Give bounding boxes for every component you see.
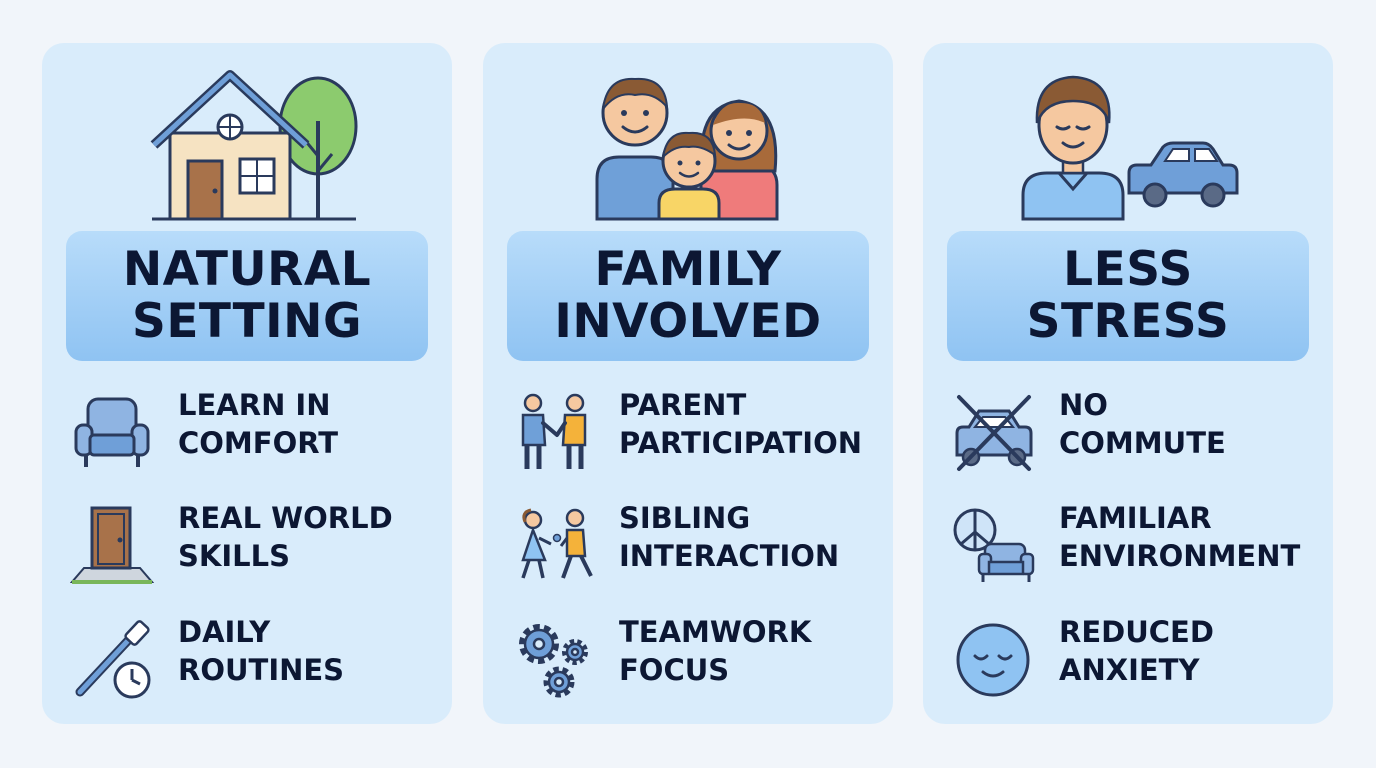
item-label-line2: COMFORT (178, 426, 339, 460)
list-item: REAL WORLD SKILLS (42, 499, 452, 589)
item-label-line1: TEAMWORK (619, 615, 812, 649)
list-item: SIBLING INTERACTION (483, 499, 893, 589)
kids-playing-icon (511, 504, 595, 588)
list-item: PARENT PARTICIPATION (483, 386, 893, 476)
item-label-line1: PARENT (619, 388, 747, 422)
card-title-line1: FAMILY (594, 242, 782, 297)
item-label-line1: LEARN IN (178, 388, 331, 422)
card-title-banner: LESS STRESS (947, 231, 1309, 361)
item-label-line1: FAMILIAR (1059, 501, 1212, 535)
list-item: FAMILIAR ENVIRONMENT (923, 499, 1333, 589)
crossed-car-icon (951, 391, 1035, 475)
item-label-line2: SKILLS (178, 539, 290, 573)
item-label-line2: ENVIRONMENT (1059, 539, 1301, 573)
door-icon (70, 504, 154, 588)
house-tree-illustration (42, 61, 452, 226)
armchair-icon (70, 391, 154, 475)
card-less-stress: LESS STRESS NO COMMUTE (923, 43, 1333, 724)
gears-icon (511, 618, 595, 702)
list-item: REDUCED ANXIETY (923, 613, 1333, 703)
card-title-line1: NATURAL (122, 242, 372, 297)
person-car-illustration (923, 61, 1333, 226)
card-family-involved: FAMILY INVOLVED PARENT PARTIC (483, 43, 893, 724)
card-title-line2: INVOLVED (554, 294, 822, 349)
peace-sofa-icon (951, 504, 1035, 588)
card-title-line2: STRESS (1026, 294, 1230, 349)
item-label-line1: SIBLING (619, 501, 751, 535)
list-item: LEARN IN COMFORT (42, 386, 452, 476)
card-title-banner: NATURAL SETTING (66, 231, 428, 361)
item-label-line1: DAILY (178, 615, 271, 649)
handshake-people-icon (511, 391, 595, 475)
item-label-line1: NO (1059, 388, 1108, 422)
list-item: TEAMWORK FOCUS (483, 613, 893, 703)
item-label-line2: ROUTINES (178, 653, 345, 687)
calm-face-icon (951, 618, 1035, 702)
card-title-line2: SETTING (131, 294, 363, 349)
item-label-line2: PARTICIPATION (619, 426, 862, 460)
family-illustration (483, 61, 893, 226)
item-label-line2: COMMUTE (1059, 426, 1226, 460)
card-natural-setting: NATURAL SETTING LEARN IN COMFORT (42, 43, 452, 724)
item-label-line2: FOCUS (619, 653, 730, 687)
item-label-line2: ANXIETY (1059, 653, 1200, 687)
toothbrush-clock-icon (70, 618, 154, 702)
card-title-banner: FAMILY INVOLVED (507, 231, 869, 361)
item-label-line2: INTERACTION (619, 539, 840, 573)
card-title-line1: LESS (1063, 242, 1193, 297)
item-label-line1: REAL WORLD (178, 501, 393, 535)
list-item: NO COMMUTE (923, 386, 1333, 476)
list-item: DAILY ROUTINES (42, 613, 452, 703)
item-label-line1: REDUCED (1059, 615, 1214, 649)
